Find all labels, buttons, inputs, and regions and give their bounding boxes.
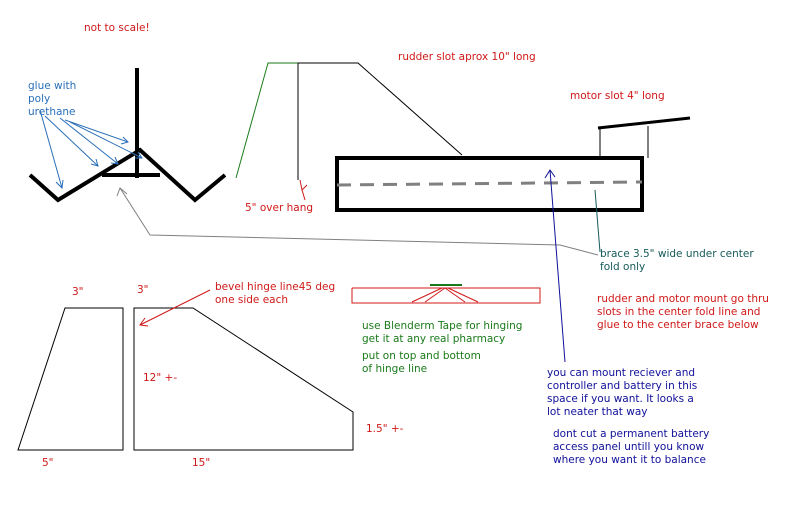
rudder-slot-note: rudder slot aprox 10" long	[398, 51, 536, 63]
fuselage-box	[335, 156, 644, 212]
motor-slot-note: motor slot 4" long	[570, 90, 665, 102]
wing-bottom-dimension: 15"	[192, 457, 211, 469]
motor-mount	[597, 116, 691, 160]
brace-note-line2: fold only	[600, 261, 646, 273]
elevon-bottom-dimension: 5"	[42, 457, 54, 469]
rudder-side-view	[235, 62, 463, 201]
glue-arrows	[39, 109, 143, 190]
wing-cross-section	[28, 68, 227, 203]
tape-note-line4: of hinge line	[362, 363, 428, 375]
glue-note-line2: poly	[28, 93, 51, 105]
bevel-arrow	[139, 289, 211, 327]
mount-note-line3: glue to the center brace below	[597, 319, 759, 331]
wing-top-dimension: 3"	[137, 284, 149, 296]
hinge-cross-section	[351, 284, 541, 304]
tape-note-line2: get it at any real pharmacy	[362, 333, 506, 345]
brace-arrow	[594, 189, 601, 253]
receiver-note-line1: you can mount reciever and	[547, 367, 696, 379]
glue-note-line1: glue with	[28, 80, 77, 92]
wing-planform	[133, 307, 354, 451]
not-to-scale-note: not to scale!	[84, 22, 150, 34]
tape-note-line1: use Blenderm Tape for hinging	[362, 320, 523, 332]
mount-note-line1: rudder and motor mount go thru	[597, 293, 769, 305]
wing-height-dimension: 12" +-	[143, 372, 178, 384]
mount-note-line2: slots in the center fold line and	[597, 306, 761, 318]
receiver-note-line2: controller and battery in this	[547, 380, 698, 392]
battery-note-line2: access panel untill you know	[553, 441, 705, 453]
brace-note-line1: brace 3.5" wide under center	[600, 248, 754, 260]
glue-note-line3: urethane	[28, 106, 76, 118]
wing-tip-dimension: 1.5" +-	[366, 423, 404, 435]
brace-pointer	[116, 187, 599, 256]
battery-note-line1: dont cut a permanent battery	[553, 428, 710, 440]
bevel-note-line1: bevel hinge line45 deg	[215, 281, 336, 293]
tape-note-line3: put on top and bottom	[362, 350, 481, 362]
elevon-top-dimension: 3"	[72, 286, 84, 298]
receiver-note-line4: lot neater that way	[547, 406, 648, 418]
battery-note-line3: where you want it to balance	[553, 454, 706, 466]
overhang-note: 5" over hang	[245, 202, 314, 214]
elevon-planform	[17, 307, 124, 451]
receiver-pointer	[544, 169, 566, 363]
receiver-note-line3: space if you want. It looks a	[547, 393, 694, 405]
bevel-note-line2: one side each	[215, 294, 289, 306]
